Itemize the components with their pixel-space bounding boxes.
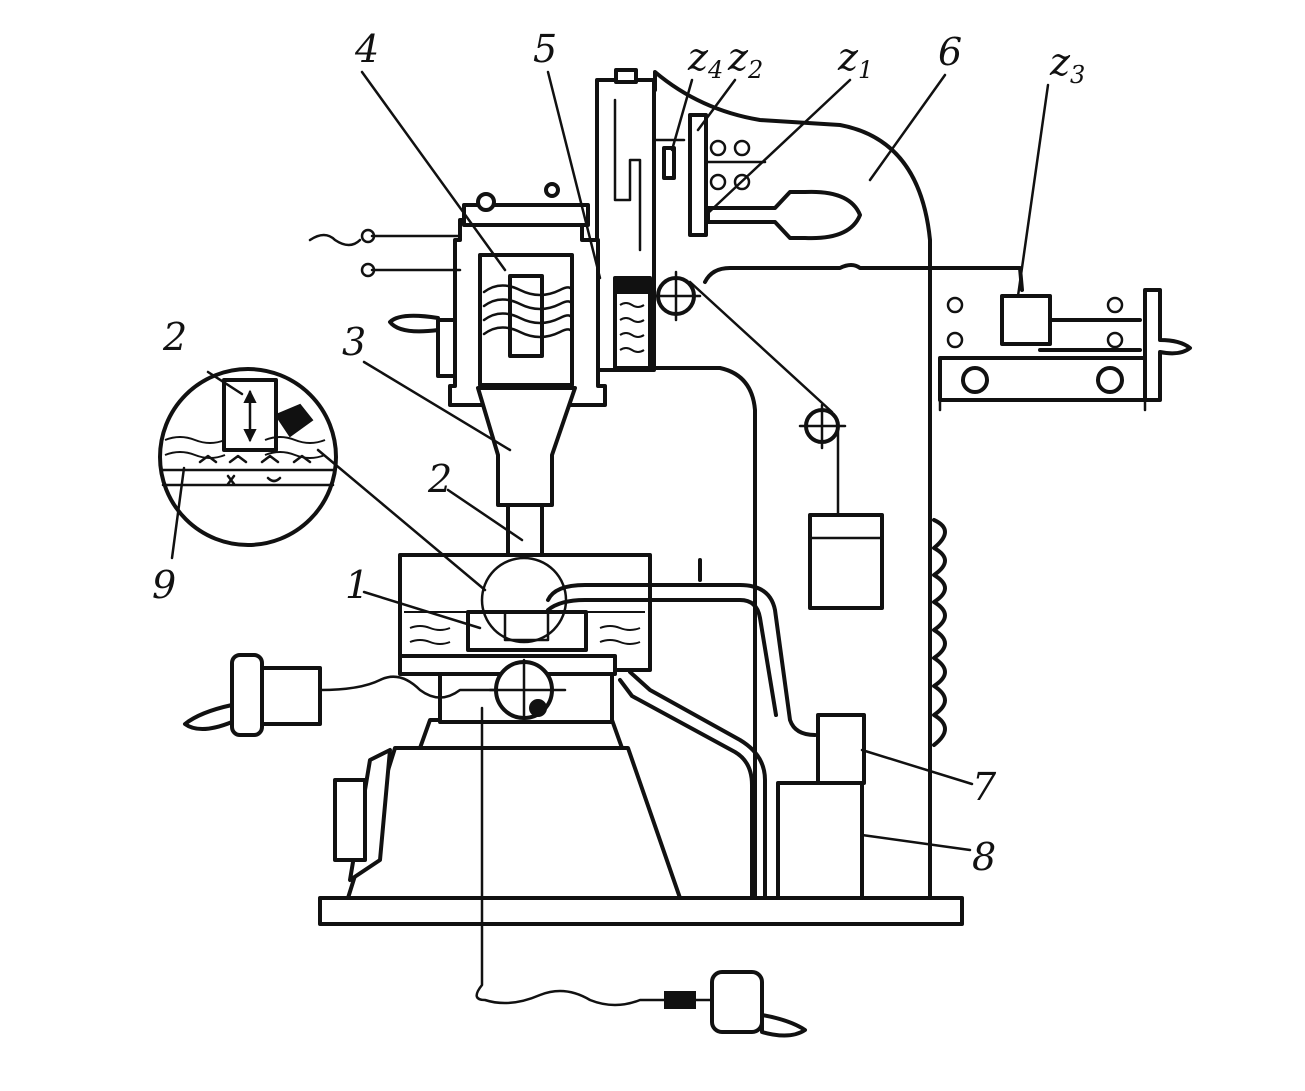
tank-8 <box>776 781 864 900</box>
label-z2: z <box>727 35 749 79</box>
z3-shaft <box>1038 318 1142 352</box>
oil-liquid <box>619 302 645 353</box>
label-z1: z <box>837 35 859 79</box>
concentrator <box>476 386 577 507</box>
handwheel-bottom[interactable] <box>475 706 807 1038</box>
housing-handle[interactable] <box>388 313 457 378</box>
label-2-tool: 2 <box>427 457 452 501</box>
return-pipe <box>618 670 767 900</box>
label-4: 4 <box>354 27 379 71</box>
detail-inset <box>158 367 338 547</box>
gear-z4 <box>662 146 676 180</box>
gear-z3 <box>1000 294 1052 346</box>
label-8: 8 <box>972 835 996 879</box>
gear-z2 <box>688 113 708 237</box>
label-z1-sub: 1 <box>858 56 873 84</box>
label-z2-sub: 2 <box>747 56 763 84</box>
label-z4-sub: 4 <box>707 56 723 84</box>
motor-knob <box>706 189 862 241</box>
slurry-pipe <box>546 583 817 737</box>
inset-connector <box>316 448 487 592</box>
ball-bearing-left <box>961 366 989 394</box>
right-bearings <box>946 296 1124 349</box>
cable <box>688 280 840 517</box>
label-7: 7 <box>972 765 997 809</box>
label-3: 3 <box>342 320 366 364</box>
label-z3: z <box>1049 40 1071 84</box>
label-2-inset: 2 <box>162 315 187 359</box>
abrasive-slurry <box>404 611 645 645</box>
base-plate <box>318 896 964 926</box>
ball-bearing-right <box>1096 366 1124 394</box>
leader-lines <box>170 70 1050 852</box>
power-leads <box>308 228 462 278</box>
machine-frame <box>653 70 932 900</box>
cooling-fins <box>932 518 947 747</box>
feed-spindle-cap <box>614 68 638 84</box>
label-1: 1 <box>345 563 369 607</box>
gear-bearings-upper <box>704 139 767 191</box>
handwheel-right[interactable] <box>1143 288 1192 402</box>
counterweight <box>808 513 884 610</box>
column-inner <box>610 366 757 900</box>
label-z4: z <box>687 35 709 79</box>
label-9: 9 <box>152 563 176 607</box>
handwheel-left[interactable] <box>183 653 497 737</box>
label-z3-sub: 3 <box>1070 61 1085 89</box>
piston <box>614 277 651 294</box>
frame-inner-contour <box>703 263 1024 292</box>
pump-7 <box>816 713 866 785</box>
label-6: 6 <box>938 30 962 74</box>
table-stand <box>346 746 682 900</box>
coil-winding <box>482 284 574 339</box>
label-5: 5 <box>533 27 557 71</box>
